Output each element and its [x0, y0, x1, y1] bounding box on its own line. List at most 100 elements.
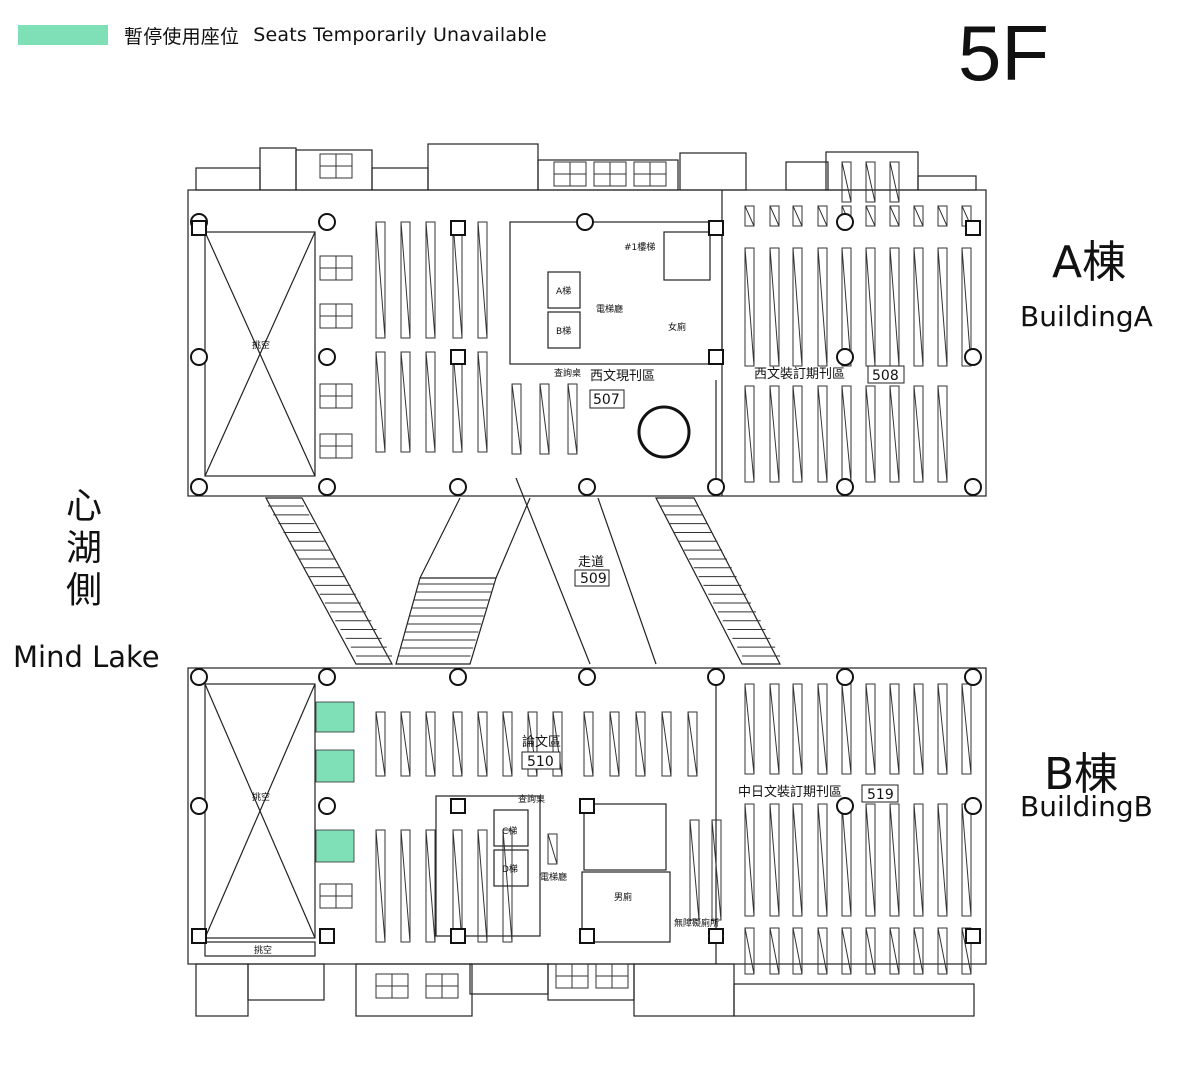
shelf [502, 829, 513, 943]
study-table [319, 383, 353, 409]
column [836, 478, 854, 496]
column [707, 668, 725, 686]
bound-periodicals-label: 西文裝訂期刊區 [754, 366, 845, 382]
shelf [375, 351, 386, 453]
study-table [319, 303, 353, 329]
thesis-area-label: 論文區 [522, 734, 561, 750]
void-a-label: 挑空 [252, 339, 270, 351]
shelf [744, 927, 755, 975]
shelf [865, 803, 876, 917]
core-a [509, 221, 723, 365]
shelf [400, 221, 411, 339]
shelf [511, 383, 522, 455]
cjk-bound-no: 519 [867, 787, 894, 803]
column [190, 797, 208, 815]
shelf [841, 161, 852, 203]
shelf [547, 833, 558, 865]
shelf [452, 221, 463, 339]
elevator-c-label: C梯 [502, 825, 517, 837]
shelf [687, 711, 698, 777]
shelf [609, 711, 620, 777]
shelf [889, 683, 900, 775]
shelf [889, 247, 900, 367]
study-table [319, 433, 353, 459]
study-table [593, 161, 627, 187]
column [964, 668, 982, 686]
column [578, 668, 596, 686]
ramp-right [655, 497, 781, 665]
ramp-left [264, 497, 394, 665]
elevator-d-box [493, 849, 529, 887]
atrium-circle [637, 405, 691, 459]
shelf [937, 385, 948, 483]
shelf [889, 205, 900, 227]
shelf [539, 383, 550, 455]
shelf [769, 247, 780, 367]
shelf [425, 829, 436, 943]
study-table [425, 973, 459, 999]
accessible-restroom-label: 無障礙廁所 [674, 917, 719, 929]
shelf [841, 385, 852, 483]
shelf [452, 351, 463, 453]
column [708, 220, 724, 236]
shelf [425, 351, 436, 453]
elevator-d-label: D梯 [502, 863, 518, 875]
column [190, 348, 208, 366]
columns [190, 213, 982, 944]
stair-bridge [395, 577, 497, 665]
column [318, 478, 336, 496]
shelf [400, 829, 411, 943]
current-periodicals-no: 507 [593, 392, 620, 408]
shelf [961, 683, 972, 775]
shelf [567, 383, 578, 455]
shelf [375, 711, 386, 777]
shelf [937, 247, 948, 367]
column [191, 928, 207, 944]
restroom-b [581, 871, 671, 943]
shelf [502, 711, 513, 777]
shelf [913, 385, 924, 483]
shelf [769, 803, 780, 917]
shelf [841, 803, 852, 917]
male-restroom-label: 男廁 [614, 891, 632, 903]
shelf [817, 385, 828, 483]
shelf [841, 683, 852, 775]
building-b-title: B棟 [1044, 749, 1119, 800]
column [708, 349, 724, 365]
shelf [792, 683, 803, 775]
unavailable-seat-block [315, 749, 355, 783]
shelf [744, 683, 755, 775]
void-b-bottom-label: 挑空 [254, 944, 272, 956]
core-b [435, 795, 541, 937]
shelf [865, 205, 876, 227]
elevator-a-label: A梯 [556, 285, 571, 297]
shelf [477, 221, 488, 339]
catalog-desk-b-label: 查詢桌 [518, 793, 545, 805]
study-table [633, 161, 667, 187]
shelf [452, 711, 463, 777]
legend-label-en: Seats Temporarily Unavailable [253, 24, 547, 46]
column [190, 668, 208, 686]
shelf [711, 819, 722, 921]
column [964, 797, 982, 815]
column [318, 348, 336, 366]
shelf [913, 803, 924, 917]
legend: 暫停使用座位 Seats Temporarily Unavailable [18, 24, 547, 48]
elevator-b-box [547, 311, 581, 349]
column [449, 478, 467, 496]
current-periodicals-label: 西文現刊區 [590, 369, 655, 384]
shelf [889, 385, 900, 483]
shelf [865, 247, 876, 367]
column [836, 348, 854, 366]
elevator-hall-a-label: 電梯廳 [596, 303, 623, 315]
stair-1-label: #1樓梯 [624, 241, 655, 253]
shelf [583, 711, 594, 777]
legend-swatch [18, 25, 108, 45]
shelf [635, 711, 646, 777]
shelf [913, 247, 924, 367]
mind-lake-label-zh: 心湖側 [65, 486, 102, 611]
shelf [913, 683, 924, 775]
shelf [744, 803, 755, 917]
shelf [817, 927, 828, 975]
legend-label-zh: 暫停使用座位 [124, 25, 240, 48]
